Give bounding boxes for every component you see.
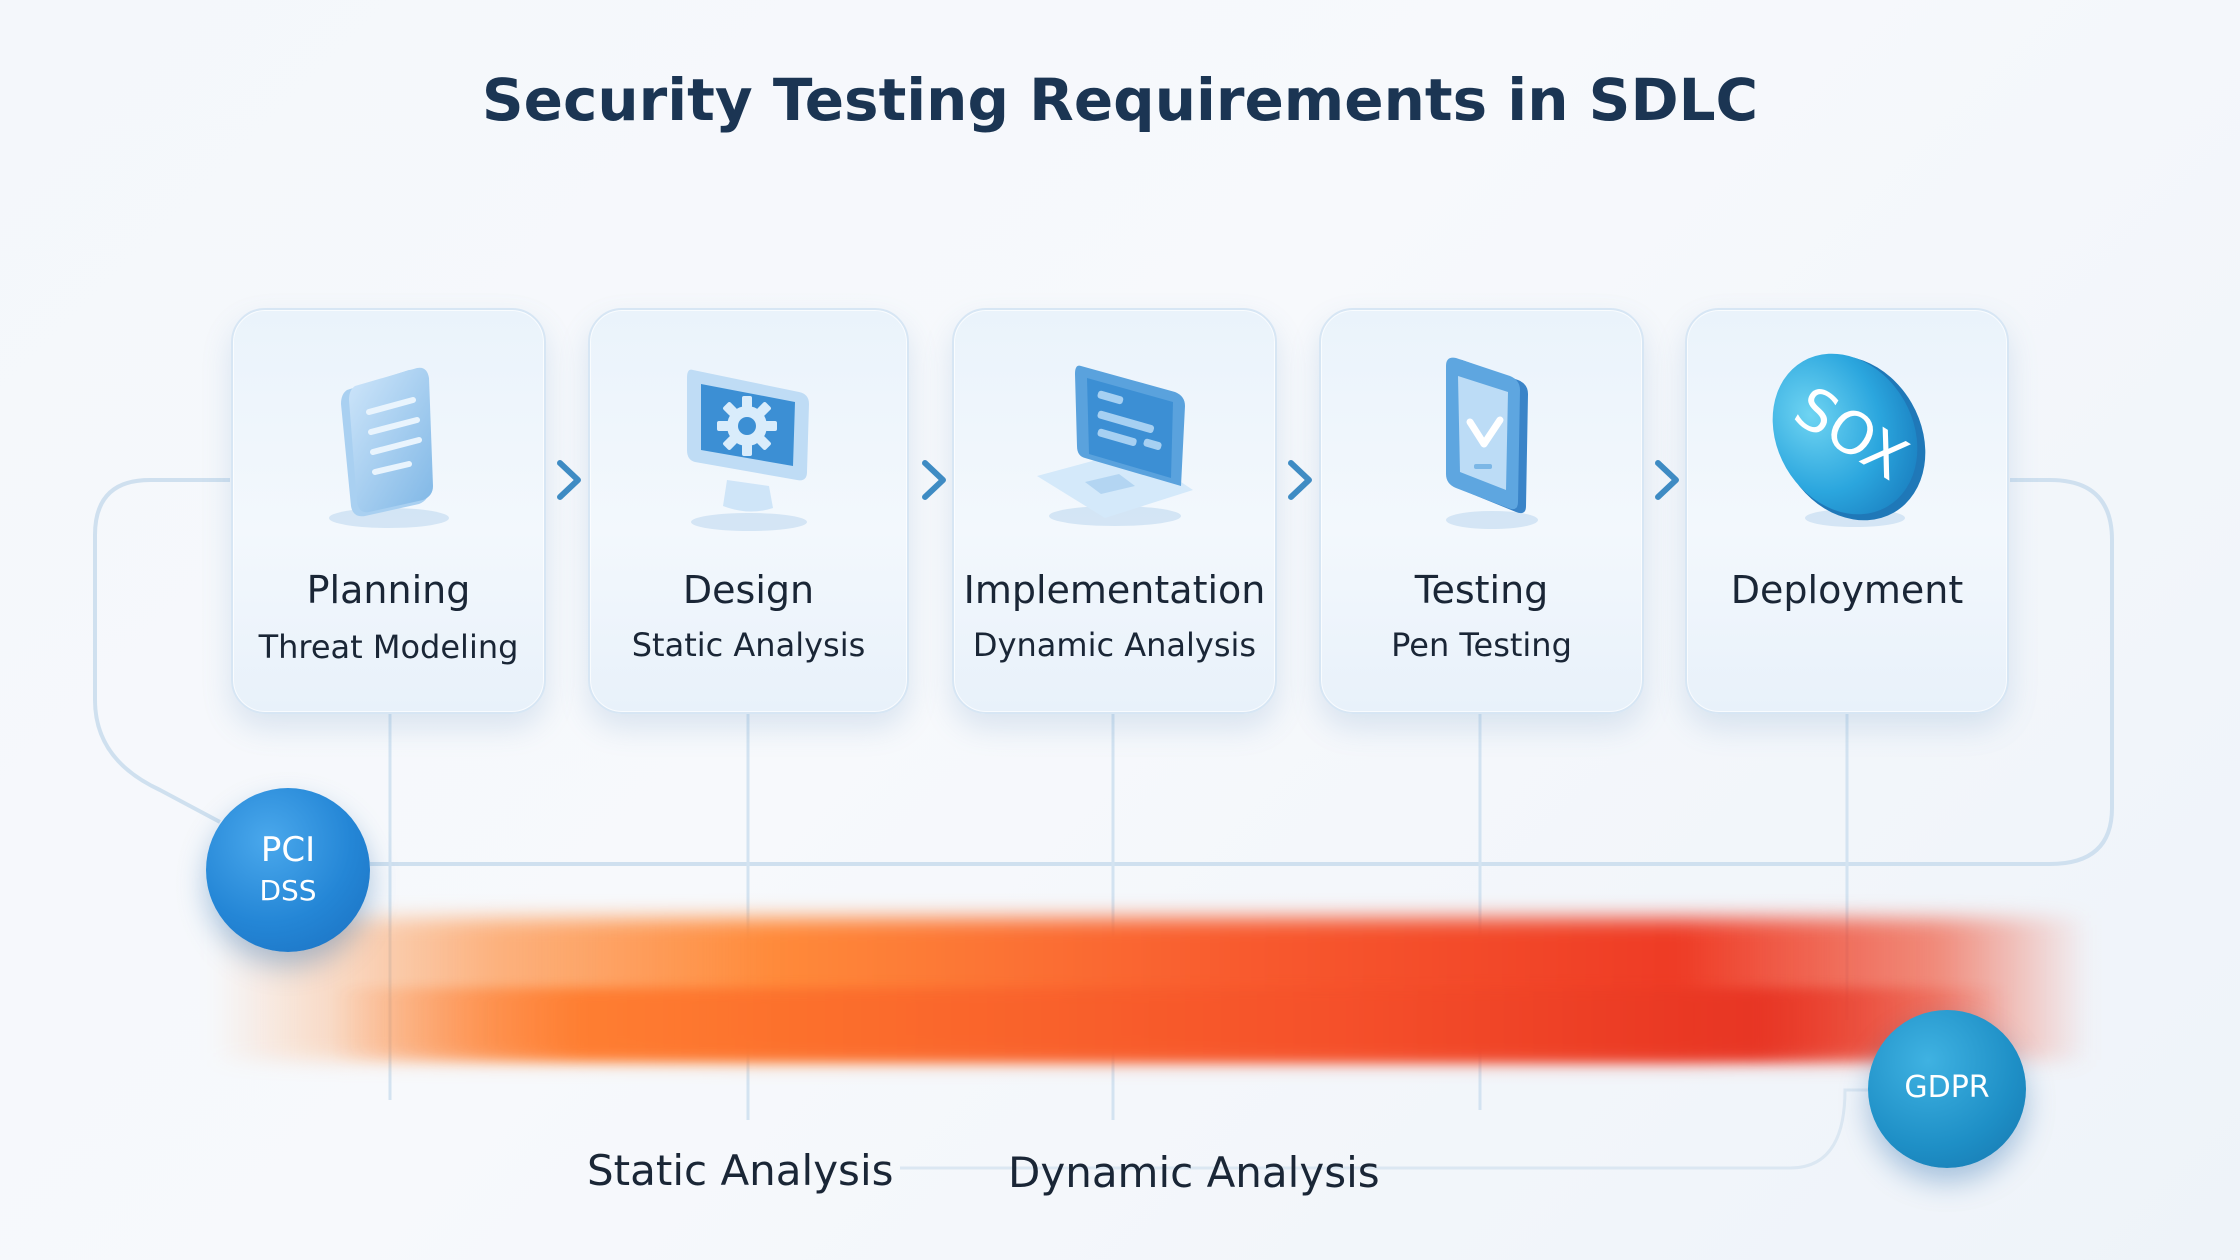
stage-card-deployment: SOX Deployment: [1685, 308, 2009, 714]
bottom-label-static-analysis: Static Analysis: [587, 1146, 894, 1195]
stage-card-design: Design Static Analysis: [588, 308, 909, 714]
gdpr-badge: GDPR: [1868, 1010, 2026, 1168]
chevron-right-icon: [557, 460, 581, 500]
sox-coin-icon: SOX: [1772, 353, 1926, 527]
document-icon: [328, 367, 449, 528]
stage-activity-implementation: Dynamic Analysis: [972, 626, 1257, 664]
stage-activity-planning: Threat Modeling: [258, 628, 519, 666]
page-title: Security Testing Requirements in SDLC: [481, 66, 1759, 134]
stage-activity-testing: Pen Testing: [1391, 626, 1572, 664]
stage-card-implementation: Implementation Dynamic Analysis: [952, 308, 1277, 714]
stage-activity-design: Static Analysis: [631, 626, 866, 664]
chevron-right-icon: [922, 460, 946, 500]
gdpr-badge-label: GDPR: [1904, 1070, 1990, 1105]
stage-name-design: Design: [682, 568, 815, 612]
chevron-right-icon: [1655, 460, 1679, 500]
stage-name-implementation: Implementation: [963, 568, 1266, 612]
chevron-right-icon: [1288, 460, 1312, 500]
stage-name-planning: Planning: [306, 568, 471, 612]
pci-badge-line2: DSS: [259, 874, 317, 907]
laptop-code-icon: [1036, 365, 1193, 526]
analysis-timeline-band-core: [330, 988, 2010, 1060]
pci-badge-line1: PCI: [260, 830, 316, 870]
gdpr-connector: [900, 1088, 1868, 1170]
stage-name-testing: Testing: [1414, 568, 1549, 612]
stage-card-planning: Planning Threat Modeling: [231, 308, 546, 714]
loop-connector-right: [370, 478, 2114, 866]
loop-connector: [93, 478, 230, 824]
pci-dss-badge: PCI DSS: [206, 788, 370, 952]
bottom-label-dynamic-analysis: Dynamic Analysis: [1008, 1148, 1380, 1197]
stage-name-deployment: Deployment: [1730, 568, 1964, 612]
stage-card-testing: Testing Pen Testing: [1319, 308, 1644, 714]
tablet-check-icon: [1445, 357, 1538, 529]
monitor-gear-icon: [686, 369, 809, 531]
